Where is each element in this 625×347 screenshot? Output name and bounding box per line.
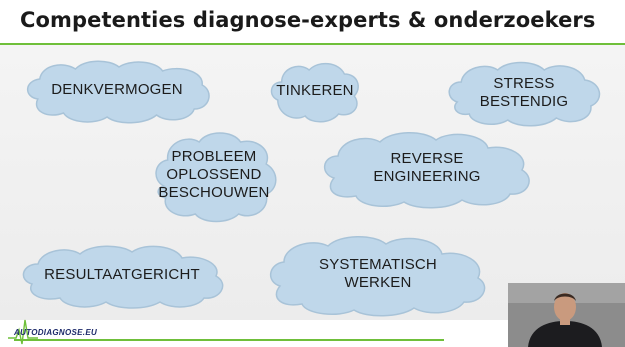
cloud-resultaatgericht: RESULTAATGERICHT [16, 240, 228, 310]
presenter-silhouette [508, 283, 625, 347]
cloud-tinkeren: TINKEREN [266, 58, 364, 124]
cloud-label: REVERSE ENGINEERING [373, 150, 481, 185]
cloud-label: PROBLEEM OPLOSSEND BESCHOUWEN [158, 148, 270, 201]
heartbeat-pulse-icon [8, 319, 38, 345]
footer-divider [14, 339, 444, 341]
cloud-systematisch-werken: SYSTEMATISCH WERKEN [262, 232, 494, 317]
cloud-label: TINKEREN [276, 82, 354, 99]
slide-title: Competenties diagnose-experts & onderzoe… [20, 8, 596, 32]
cloud-label: SYSTEMATISCH WERKEN [319, 256, 437, 291]
title-divider [0, 43, 625, 45]
cloud-shape [270, 62, 359, 123]
cloud-shape [324, 132, 530, 209]
cloud-shape [155, 132, 277, 223]
presenter-video [508, 283, 625, 347]
footer-brand-logo: AUTODIAGNOSE.EU [14, 328, 98, 337]
cloud-label: DENKVERMOGEN [51, 81, 183, 98]
cloud-label: STRESS BESTENDIG [479, 75, 569, 110]
cloud-shape [270, 236, 486, 317]
cloud-denkvermogen: DENKVERMOGEN [18, 55, 216, 125]
cloud-probleem-oplossend-beschouwen: PROBLEEM OPLOSSEND BESCHOUWEN [150, 128, 278, 223]
cloud-shape [448, 61, 601, 127]
cloud-shape [26, 60, 210, 124]
title-bar: Competenties diagnose-experts & onderzoe… [0, 0, 625, 44]
cloud-reverse-engineering: REVERSE ENGINEERING [316, 128, 538, 209]
cloud-shape [22, 245, 224, 309]
cloud-stress-bestendig: STRESS BESTENDIG [443, 58, 605, 128]
cloud-label: RESULTAATGERICHT [44, 266, 200, 283]
